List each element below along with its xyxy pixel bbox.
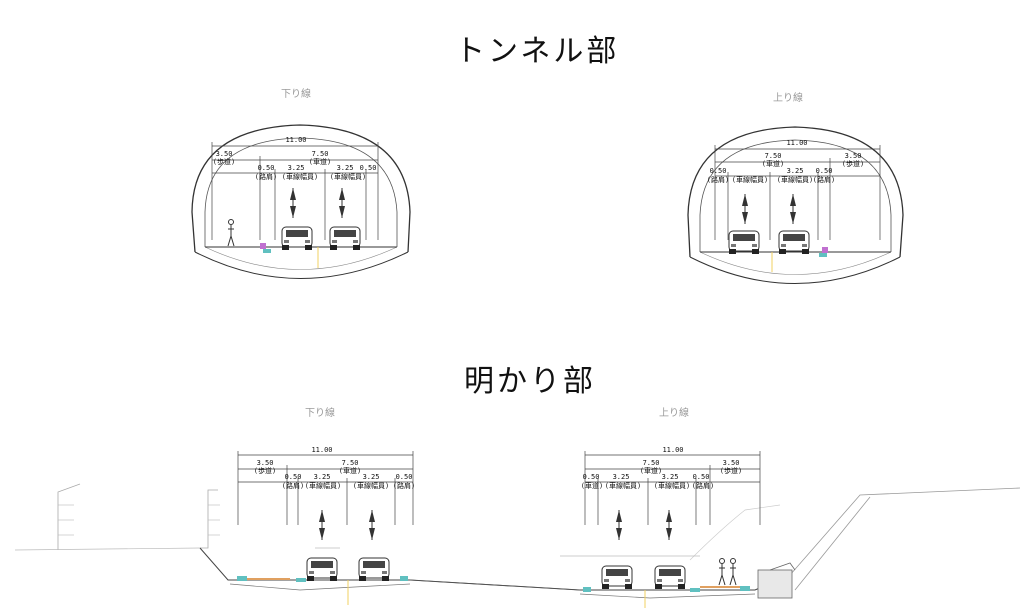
width-note: (車道): [309, 157, 331, 166]
width-note: (路肩): [255, 172, 277, 181]
open-section-title: 明かり部: [464, 364, 596, 399]
traffic-arrow-icon: [289, 187, 297, 219]
width-note: (車道): [581, 481, 603, 490]
width-value: 7.50: [765, 152, 782, 160]
width-value: 3.25: [363, 473, 380, 481]
car-icon: [728, 230, 760, 255]
car-icon: [654, 565, 686, 590]
tunnel-invert: [689, 256, 901, 284]
pedestrian-icon: [227, 219, 235, 247]
tunnel-invert: [194, 251, 409, 279]
width-value: 0.50: [258, 164, 275, 172]
open-down-section: 下り線 11.00 3.50 (歩道) 7.50 (車道) 0.50 (路肩) …: [237, 406, 415, 605]
total-width: 11.00: [311, 446, 332, 454]
open-section-terrain: [14, 483, 1021, 599]
width-note: (路肩): [282, 481, 304, 490]
car-icon: [281, 226, 313, 251]
car-icon: [329, 226, 361, 251]
tunnel-up-section: 上り線 11.00 7.50 (車道) 3.50 (歩道) 0.50 (路肩): [687, 91, 904, 284]
width-value: 0.50: [583, 473, 600, 481]
width-value: 3.25: [613, 473, 630, 481]
tunnel-down-section: 下り線 11.00 3.50 (歩道) 7.50 (車道) 0.5: [191, 87, 411, 279]
dimension-lines: [714, 145, 881, 240]
width-value: 0.50: [396, 473, 413, 481]
traffic-arrow-icon: [665, 509, 673, 541]
width-note: (車線幅員): [353, 481, 389, 490]
car-icon: [601, 565, 633, 590]
width-note: (歩道): [213, 157, 235, 166]
width-note: (車線幅員): [305, 481, 341, 490]
traffic-arrow-icon: [741, 193, 749, 225]
width-note: (車線幅員): [732, 175, 768, 184]
width-note: (車道): [640, 466, 662, 475]
pedestrian-icon: [729, 558, 737, 586]
pedestrian-icon: [718, 558, 726, 586]
width-value: 3.25: [288, 164, 305, 172]
traffic-arrow-icon: [338, 187, 346, 219]
width-note: (車線幅員): [605, 481, 641, 490]
traffic-arrow-icon: [789, 193, 797, 225]
dimension-lines: [237, 451, 414, 525]
tunnel-lining-outer: [191, 124, 411, 253]
width-note: (路肩): [692, 481, 714, 490]
width-value: 7.50: [643, 459, 660, 467]
width-value: 3.50: [845, 152, 862, 160]
dimension-lines: [211, 142, 379, 240]
width-note: (車線幅員): [654, 481, 690, 490]
width-value: 0.50: [816, 167, 833, 175]
width-value: 3.25: [314, 473, 331, 481]
tunnel-section-title: トンネル部: [455, 34, 620, 69]
total-width: 11.00: [786, 139, 807, 147]
width-note: (歩道): [254, 466, 276, 475]
width-value: 3.25: [787, 167, 804, 175]
width-note: (車道): [339, 466, 361, 475]
traffic-arrow-icon: [368, 509, 376, 541]
direction-label: 下り線: [305, 406, 335, 419]
tunnel-lining-inner: [699, 139, 892, 252]
width-value: 3.50: [257, 459, 274, 467]
open-up-section: 上り線 11.00 7.50 (車道) 3.50 (歩道) 0.50 (車道): [581, 406, 761, 608]
width-note: (車線幅員): [777, 175, 813, 184]
width-value: 3.50: [723, 459, 740, 467]
width-value: 3.25: [662, 473, 679, 481]
width-value: 0.50: [285, 473, 302, 481]
width-value: 0.50: [693, 473, 710, 481]
width-note: (車線幅員): [330, 172, 366, 181]
curb: [822, 247, 828, 253]
traffic-arrow-icon: [318, 509, 326, 541]
car-icon: [778, 230, 810, 255]
width-note: (路肩): [813, 175, 835, 184]
width-value: 7.50: [342, 459, 359, 467]
width-value: 3.50: [216, 150, 233, 158]
width-value: 0.50: [360, 164, 377, 172]
total-width: 11.00: [662, 446, 683, 454]
tunnel-lining-outer: [687, 126, 904, 258]
width-value: 7.50: [312, 150, 329, 158]
width-note: (車道): [762, 159, 784, 168]
car-icon: [358, 557, 390, 582]
width-note: (歩道): [720, 466, 742, 475]
car-icon: [306, 557, 338, 582]
width-note: (路肩): [707, 175, 729, 184]
direction-label: 上り線: [773, 91, 803, 104]
width-value: 0.50: [710, 167, 727, 175]
direction-label: 上り線: [659, 406, 689, 419]
width-value: 3.25: [337, 164, 354, 172]
width-note: (路肩): [393, 481, 415, 490]
direction-label: 下り線: [281, 87, 311, 100]
total-width: 11.00: [285, 136, 306, 144]
curb: [260, 243, 266, 249]
traffic-arrow-icon: [615, 509, 623, 541]
width-note: (歩道): [842, 159, 864, 168]
dimension-lines: [584, 451, 761, 525]
width-note: (車線幅員): [282, 172, 318, 181]
